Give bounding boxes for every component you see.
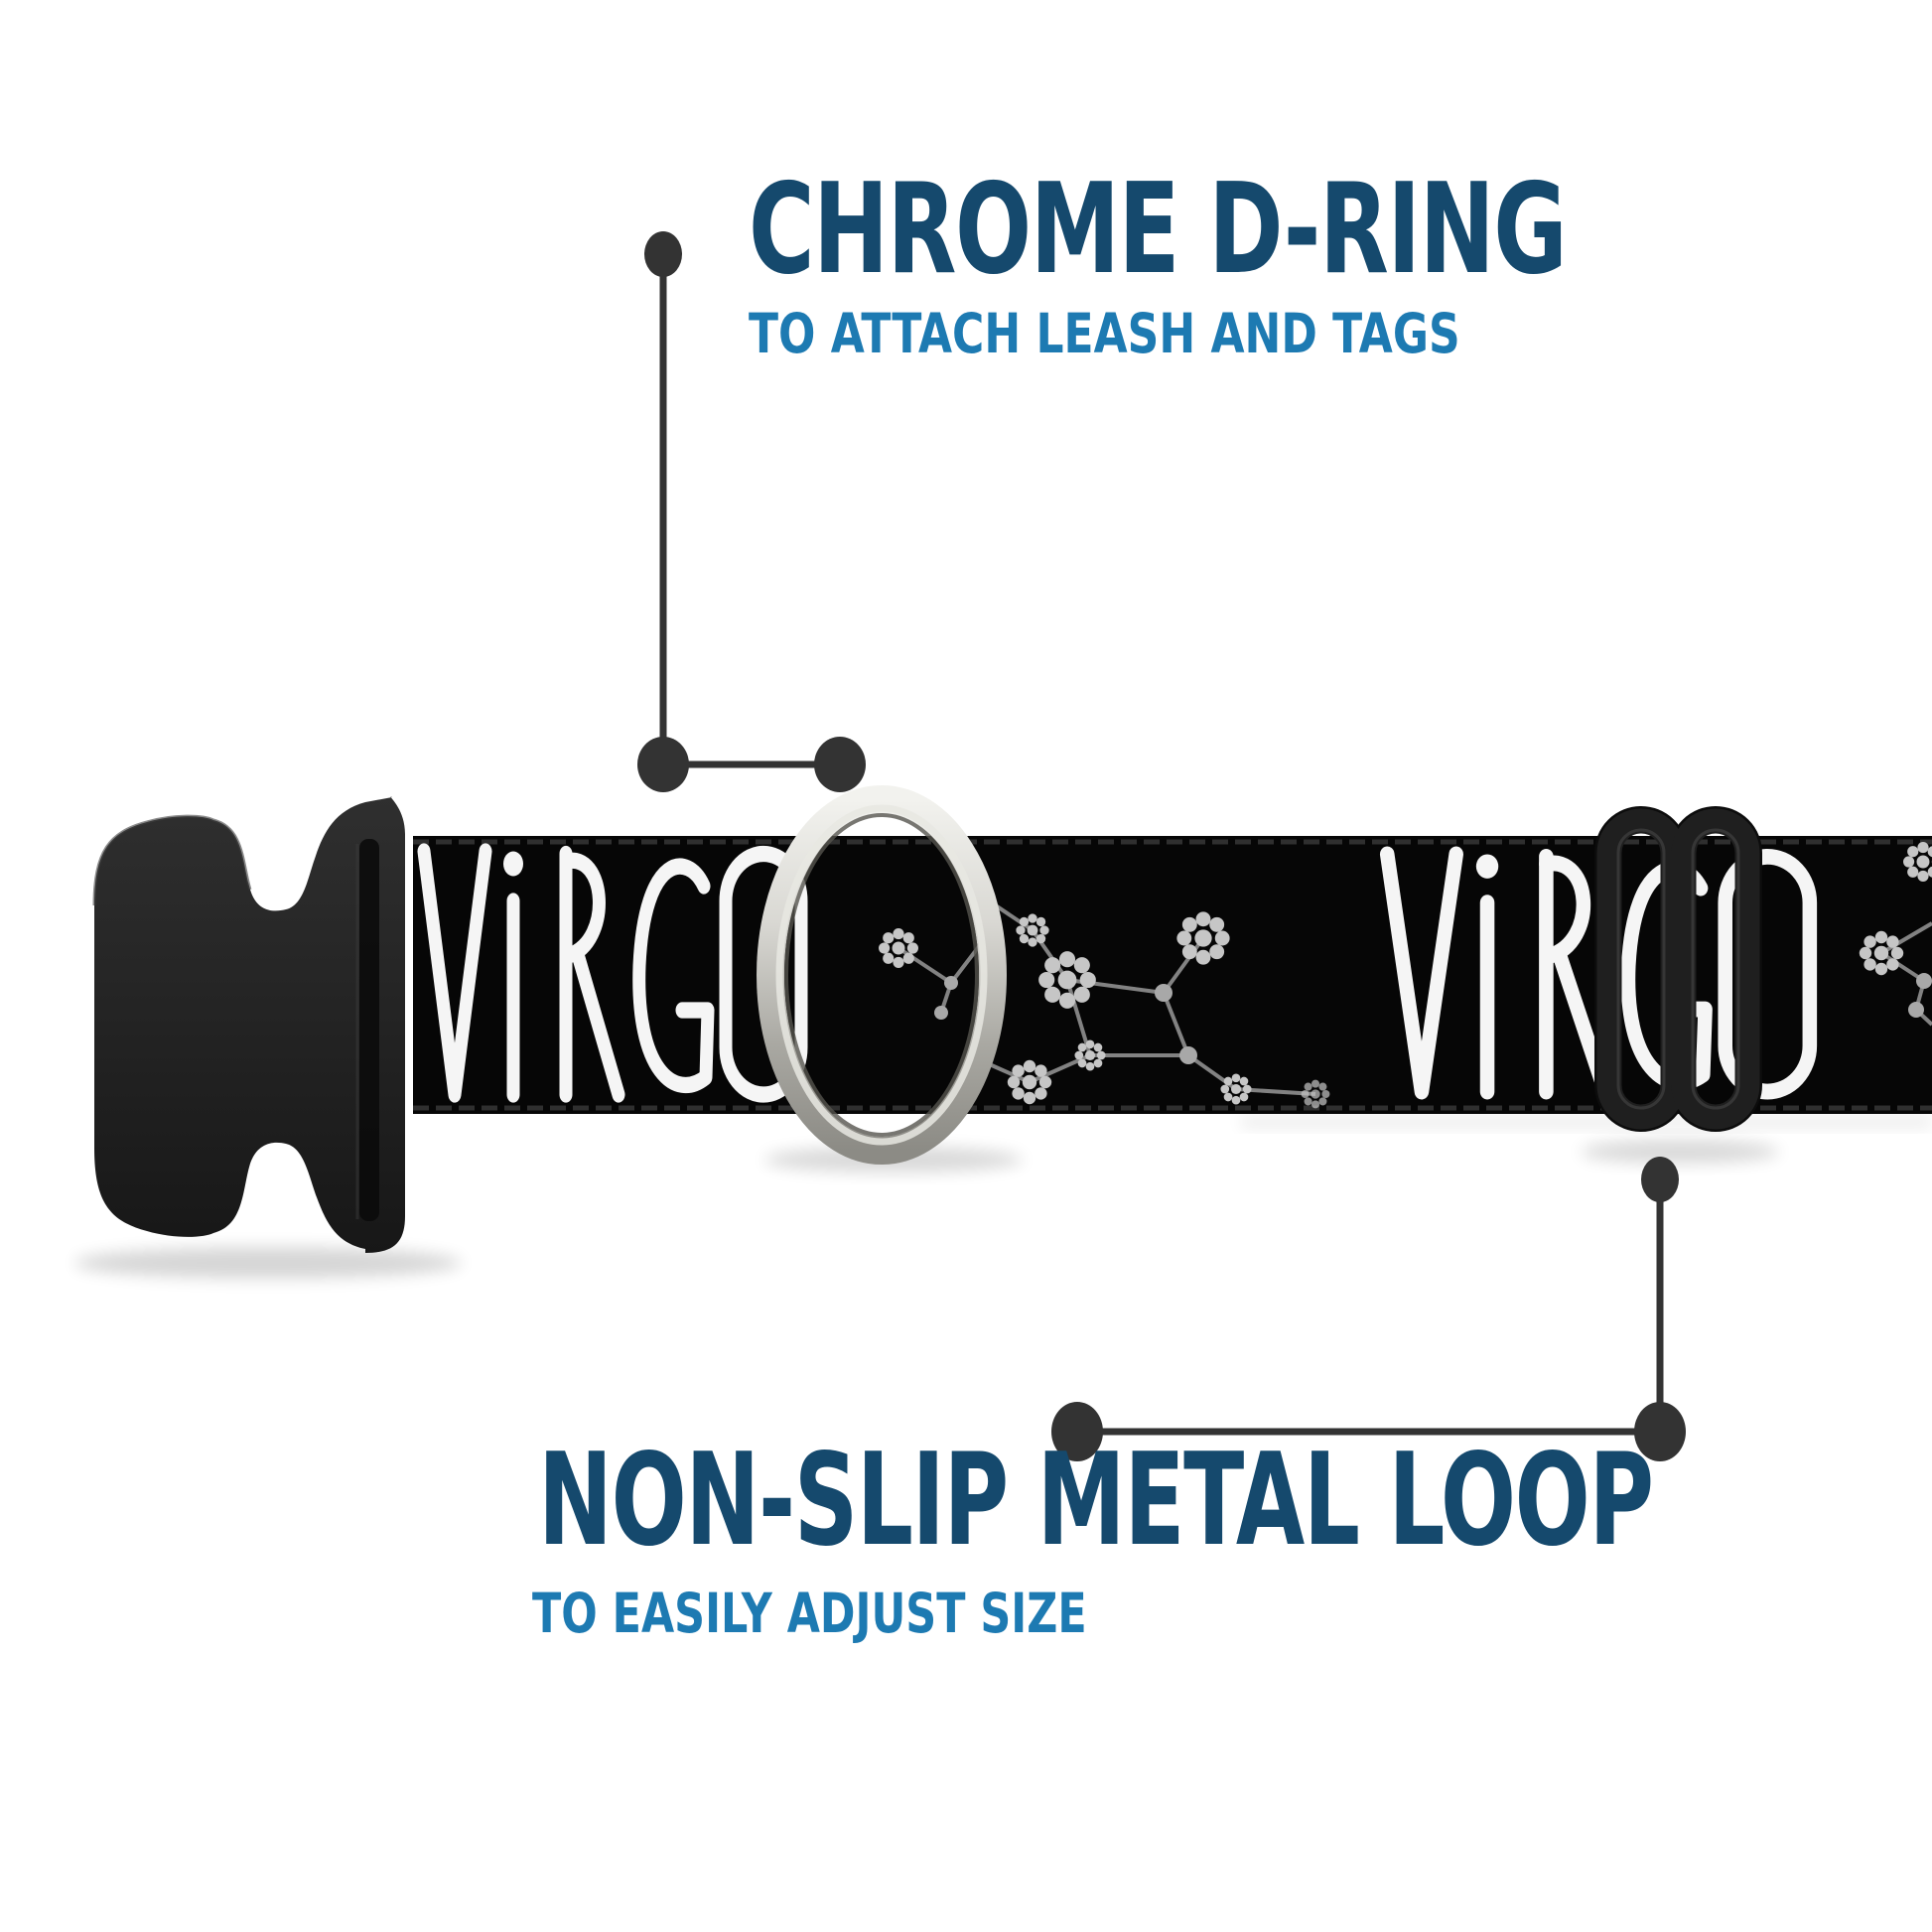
top-annotation-subtitle-wrap: TO ATTACH LEASH AND TAGS (749, 307, 1638, 361)
chrome-d-ring (757, 785, 1007, 1165)
leader-line-top (637, 231, 866, 792)
bottom-annotation-subtitle: TO EASILY ADJUST SIZE (532, 1582, 1087, 1645)
top-annotation: CHROME D-RING (749, 167, 1883, 292)
top-annotation-subtitle: TO ATTACH LEASH AND TAGS (749, 302, 1460, 365)
top-annotation-title: CHROME D-RING (749, 156, 1568, 302)
bottom-annotation: NON-SLIP METAL LOOP (538, 1438, 1932, 1565)
leader-line-bottom (1051, 1157, 1686, 1461)
virgo-constellation (879, 888, 1330, 1109)
side-release-buckle (92, 796, 405, 1253)
bottom-annotation-title: NON-SLIP METAL LOOP (538, 1427, 1654, 1575)
metal-loop-slider (1594, 806, 1762, 1132)
shadows (74, 1116, 1932, 1279)
bottom-annotation-subtitle-wrap: TO EASILY ADJUST SIZE (532, 1587, 1243, 1641)
right-edge-constellation (1859, 842, 1932, 1027)
